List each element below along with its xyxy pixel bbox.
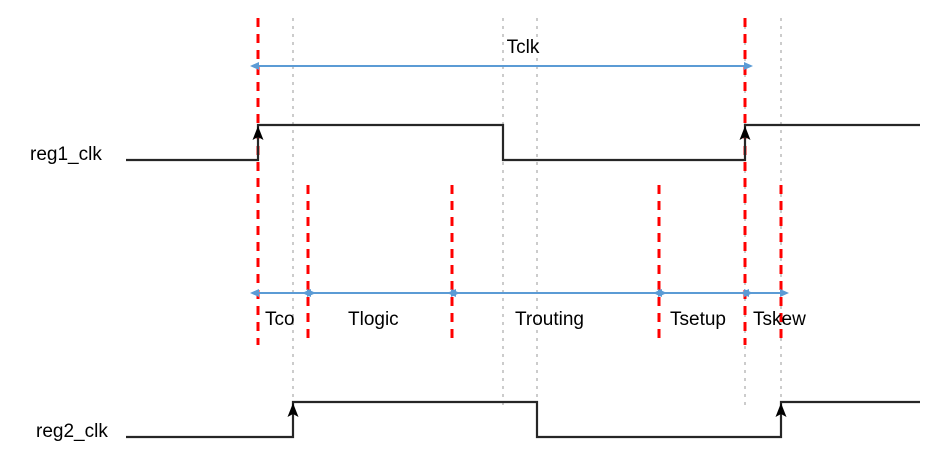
rising-edge-arrow-icon: [287, 403, 299, 417]
rising-edge-arrow-icon: [775, 403, 787, 417]
vertical-markers-group: [256, 18, 783, 410]
measurement-label-tclk: Tclk: [507, 37, 540, 58]
signal-label-reg2-clk: reg2_clk: [36, 421, 108, 442]
rising-edge-arrow-icon: [739, 126, 751, 140]
waveform-reg2_clk: [126, 400, 920, 439]
labels-group: reg1_clk reg2_clk Tclk Tco Tlogic Trouti…: [30, 37, 806, 442]
measurement-label-tskew: Tskew: [753, 309, 806, 330]
waveforms-group: [126, 123, 920, 439]
measurement-label-trouting: Trouting: [515, 309, 584, 330]
measurement-label-tco: Tco: [265, 309, 295, 330]
measurement-label-tsetup: Tsetup: [670, 309, 726, 330]
measurement-arrows-group: [250, 62, 789, 297]
rising-edge-arrow-icon: [252, 126, 264, 140]
measurement-label-tlogic: Tlogic: [348, 309, 399, 330]
waveform-reg1_clk: [126, 123, 920, 162]
signal-label-reg1-clk: reg1_clk: [30, 144, 102, 165]
